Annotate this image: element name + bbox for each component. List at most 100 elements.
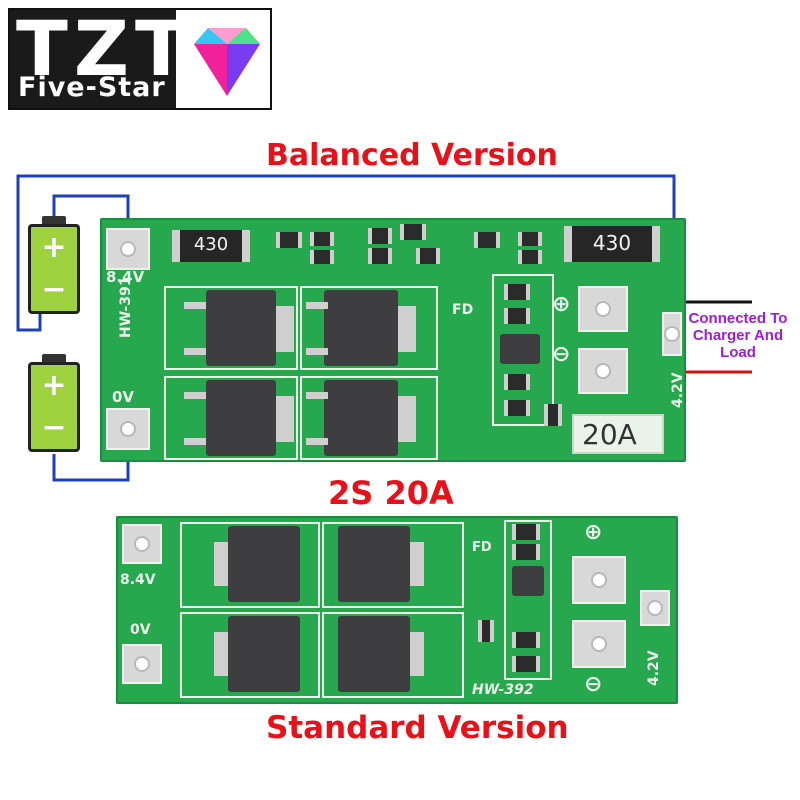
- mosfet-tab: [214, 542, 228, 586]
- smd-component: [474, 232, 500, 248]
- voltage-label-4-2v: 4.2V: [670, 372, 686, 408]
- mosfet-tab: [214, 632, 228, 676]
- resistor-430-right: 430: [564, 226, 660, 262]
- standard-pcb-board: 8.4V 0V FD ⊕ ⊖ 4.2V HW-392: [116, 516, 678, 704]
- balance-pad: [640, 590, 670, 626]
- fd-label: FD: [452, 302, 474, 318]
- annotation-line-3: Load: [720, 344, 756, 361]
- mosfet-chip: [338, 526, 410, 602]
- smd-component: [416, 248, 440, 264]
- mosfet-chip: [338, 616, 410, 692]
- mosfet-leg: [306, 438, 328, 445]
- smd-component: [512, 544, 540, 560]
- mosfet-leg: [184, 302, 206, 309]
- output-pad-negative: [578, 348, 628, 394]
- positive-wire: [52, 194, 130, 236]
- mosfet-tab: [276, 306, 294, 352]
- logo-brand-text: TZT: [16, 4, 193, 93]
- current-rating-box: 20A: [572, 414, 664, 454]
- smd-component: [512, 632, 540, 648]
- resistor-430-left: 430: [172, 230, 250, 262]
- battery-terminal: [42, 354, 66, 364]
- input-pad-positive: [106, 228, 150, 270]
- voltage-label-8-4v: 8.4V: [106, 268, 145, 286]
- mosfet-tab: [410, 632, 424, 676]
- input-pad-negative: [122, 644, 162, 684]
- smd-component: [512, 524, 540, 540]
- smd-component: [276, 232, 302, 248]
- smd-component: [544, 404, 562, 426]
- mosfet-chip: [324, 290, 398, 366]
- battery-cell-2: + −: [28, 352, 80, 452]
- smd-component: [504, 374, 530, 390]
- mosfet-outline: [180, 522, 320, 608]
- battery-plus-sign: +: [41, 230, 67, 265]
- output-pad-negative: [572, 620, 626, 668]
- smd-component: [400, 224, 426, 240]
- smd-component: [504, 400, 530, 416]
- annotation-line-1: Connected To: [688, 310, 788, 327]
- battery-body: [28, 224, 80, 314]
- battery-terminal: [42, 216, 66, 226]
- ic-outline: [492, 274, 554, 426]
- voltage-label-0v: 0V: [130, 622, 151, 638]
- smd-component: [368, 228, 392, 244]
- mosfet-leg: [184, 348, 206, 355]
- mosfet-leg: [306, 302, 328, 309]
- mosfet-chip: [324, 380, 398, 456]
- mosfet-chip: [228, 526, 300, 602]
- current-rating-label: 20A: [582, 418, 637, 451]
- battery-minus-sign: −: [41, 272, 67, 307]
- logo-tagline: Five-Star: [18, 72, 166, 103]
- smd-component: [478, 620, 494, 642]
- mosfet-chip: [206, 290, 276, 366]
- mosfet-outline: [164, 376, 298, 460]
- smd-component: [504, 284, 530, 300]
- mosfet-leg: [306, 348, 328, 355]
- model-caption: 2S 20A: [328, 474, 454, 512]
- balance-pad: [662, 312, 682, 356]
- battery-minus-sign: −: [41, 410, 67, 445]
- mosfet-tab: [410, 542, 424, 586]
- battery-cell-1: + −: [28, 214, 80, 314]
- diamond-icon: [194, 28, 260, 96]
- mosfet-leg: [306, 392, 328, 399]
- ic-chip: [500, 334, 540, 364]
- board-model-id: HW-392: [472, 682, 534, 698]
- output-minus-mark: ⊖: [584, 672, 603, 697]
- mosfet-leg: [184, 392, 206, 399]
- mosfet-outline: [164, 286, 298, 370]
- voltage-label-4-2v: 4.2V: [646, 650, 662, 686]
- battery-plus-sign: +: [41, 368, 67, 403]
- mosfet-outline: [322, 522, 464, 608]
- balanced-pcb-board: 8.4V 0V HW-391 430 430 FD ⊕ ⊖ 20A: [100, 218, 686, 462]
- annotation-line-2: Charger And: [692, 327, 784, 344]
- mosfet-outline: [300, 286, 438, 370]
- smd-component: [310, 250, 334, 264]
- standard-version-caption: Standard Version: [266, 710, 569, 746]
- balanced-version-caption: Balanced Version: [266, 138, 558, 173]
- output-pad-positive: [572, 556, 626, 604]
- output-plus-mark: ⊕: [584, 520, 603, 545]
- battery-body: [28, 362, 80, 452]
- smd-component: [512, 656, 540, 672]
- mosfet-chip: [228, 616, 300, 692]
- ic-chip: [512, 566, 544, 596]
- input-pad-positive: [122, 524, 162, 564]
- smd-component: [504, 308, 530, 324]
- output-minus-mark: ⊖: [552, 342, 571, 367]
- voltage-label-0v: 0V: [112, 388, 135, 406]
- smd-component: [518, 232, 542, 246]
- smd-component: [310, 232, 334, 246]
- mosfet-outline: [300, 376, 438, 460]
- ic-outline: [504, 520, 552, 680]
- logo-background: TZT Five-Star: [10, 4, 187, 108]
- smd-component: [518, 250, 542, 264]
- voltage-label-8-4v: 8.4V: [120, 572, 156, 588]
- mosfet-outline: [180, 612, 320, 698]
- output-pad-positive: [578, 286, 628, 332]
- mosfet-leg: [184, 438, 206, 445]
- mosfet-tab: [276, 396, 294, 442]
- board-model-id: HW-391: [118, 276, 134, 338]
- output-plus-mark: ⊕: [552, 292, 571, 317]
